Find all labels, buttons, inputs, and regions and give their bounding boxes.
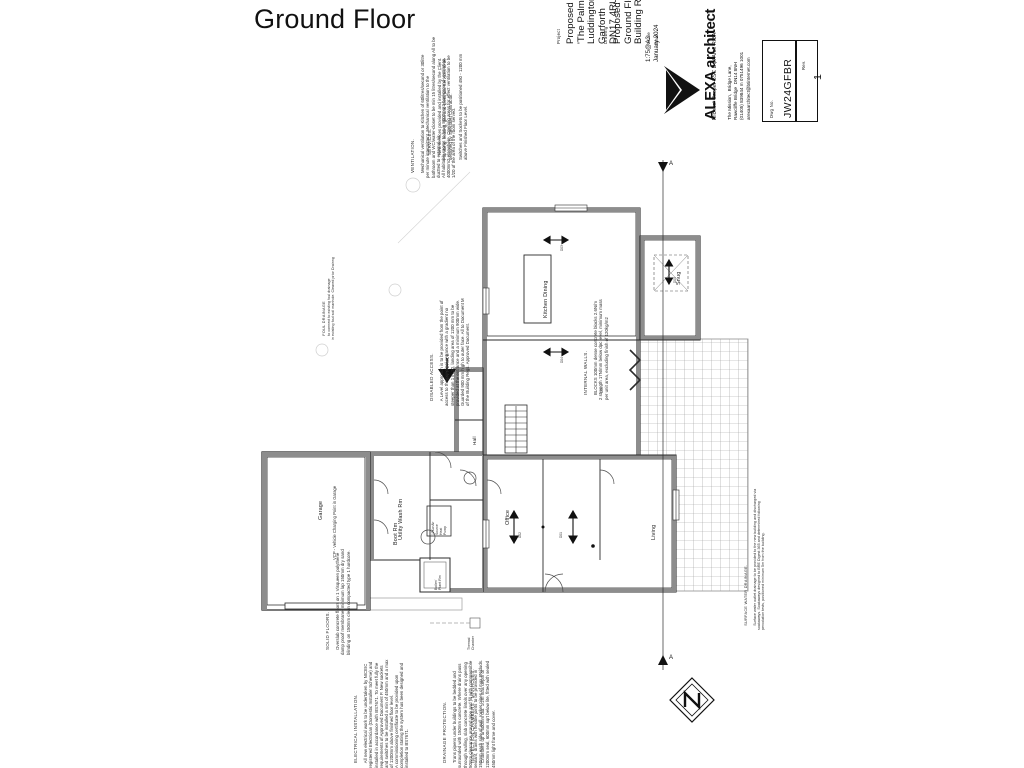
room-label-hall: Hall bbox=[472, 436, 477, 445]
entrance-arrow bbox=[438, 358, 456, 383]
kitchen-island bbox=[523, 254, 552, 324]
door-tag-2: D02 bbox=[518, 532, 522, 538]
note-services-heading: SERVICES. bbox=[427, 128, 433, 156]
title-block-rev-value: 1 bbox=[812, 73, 824, 80]
note-disabled-access-heading: DISABLED ACCESS. bbox=[429, 353, 435, 402]
note-electrical-installation: ELECTRICAL INSTALLATION. All new electri… bbox=[348, 660, 414, 768]
note-services: SERVICES. New services provided and inst… bbox=[422, 54, 473, 160]
note-solid-floors: SOLID FLOORS. Overslab concrete floors o… bbox=[320, 549, 356, 655]
door-tag-4: D04 bbox=[560, 357, 564, 363]
title-block-scale-value: 1:75@A3 bbox=[645, 36, 652, 62]
ventilation-arrows bbox=[509, 235, 674, 545]
thermal-chamber bbox=[430, 617, 481, 629]
staircase bbox=[504, 404, 528, 454]
note-internal-walls-body: BLOCKS 100mm dense concrete blocks 2.6N/… bbox=[593, 299, 609, 400]
note-solid-floors-body: Overslab concrete floors on 1 Visqueen p… bbox=[335, 549, 351, 655]
note-surface-water-heading: SURFACE WATER DRAINAGE. bbox=[744, 564, 749, 626]
outer-wall-upper-block bbox=[482, 207, 641, 341]
note-disabled-access: DISABLED ACCESS. A Level approach is to … bbox=[424, 298, 475, 406]
drawing-number-box bbox=[762, 40, 796, 122]
note-services-body: New services provided and installed by t… bbox=[437, 53, 468, 160]
annotation-thermal-chamber: Thermal Chamber bbox=[467, 636, 475, 650]
window-openings bbox=[482, 204, 680, 549]
room-label-boot-room: Boot Rm bbox=[393, 522, 399, 545]
room-label-living: Living bbox=[651, 524, 657, 540]
practice-logo-icon bbox=[664, 66, 700, 114]
note-internal-walls-heading: INTERNAL WALLS. bbox=[583, 350, 589, 396]
title-block-project-label: Project bbox=[556, 28, 561, 44]
north-point-symbol bbox=[669, 677, 715, 723]
room-label-office: Office bbox=[505, 509, 511, 525]
note-electrical-installation-body: All new electrical work to be undertaken… bbox=[363, 659, 409, 768]
room-label-boiler-plant-room: Boiler/ Plant Rm bbox=[434, 575, 443, 590]
note-foul-drainage-body: to connect to existing foul drainage in … bbox=[326, 257, 335, 340]
note-inspection-chambers-body: Chambers up to 600mm dia: 1.2m max depth… bbox=[480, 660, 496, 768]
door-swings bbox=[373, 451, 615, 593]
room-label-garage: Garage bbox=[318, 500, 324, 520]
boiler-plant-room bbox=[419, 557, 451, 593]
door-tag-1: D01 bbox=[559, 532, 563, 538]
note-inspection-chambers-heading: INSPECTION CHAMBERS - MANHOLES. bbox=[470, 668, 476, 764]
note-surface-water-drainage: SURFACE WATER DRAINAGE. Surface water ou… bbox=[740, 489, 770, 630]
revision-box bbox=[796, 40, 818, 122]
note-disabled-access-body: A Level approach is to be provided from … bbox=[439, 298, 470, 406]
section-marker-a-top: A bbox=[669, 161, 674, 167]
plan-geometry bbox=[261, 160, 749, 723]
title-block-date-value: January 2024 bbox=[653, 24, 660, 63]
practice-address: The Mission, Bridge Lane, Rawcliffe Brid… bbox=[727, 51, 751, 120]
title-block-dwgno-label: Dwg No. bbox=[769, 99, 774, 118]
outer-wall-snug-wing bbox=[639, 235, 701, 341]
note-foul-drainage-heading: FOUL DRAINAGE bbox=[322, 301, 327, 336]
note-inspection-chambers-manholes: INSPECTION CHAMBERS - MANHOLES. Chambers… bbox=[465, 661, 501, 768]
note-ventilation-heading: VENTILATION. bbox=[410, 138, 416, 174]
title-block-drawing-label: Drawing bbox=[603, 26, 608, 44]
outer-wall-lower-block bbox=[482, 454, 677, 593]
door-tag-5: D05 bbox=[673, 277, 677, 283]
section-line-a-a bbox=[658, 160, 668, 670]
title-block-drawing-value: Proposed Ground Floor Building Regs. bbox=[612, 0, 645, 44]
annotation-heat-pump: 10Kw Air Source Heat Pump bbox=[431, 521, 447, 535]
note-solid-floors-heading: SOLID FLOORS. bbox=[325, 611, 331, 651]
note-foul-drainage: FOUL DRAINAGE to connect to existing fou… bbox=[318, 257, 339, 340]
practice-person: Michael Cooper BSC Dipl Arch RIBA bbox=[712, 32, 718, 121]
title-block-rev-label: Rev. bbox=[801, 60, 806, 71]
page-title: Ground Floor bbox=[254, 4, 416, 34]
note-surface-water-body: Surface water outlet drainage to be prov… bbox=[752, 488, 766, 630]
section-marker-a-bottom: A bbox=[669, 655, 674, 661]
door-tag-3: D03 bbox=[560, 245, 564, 251]
room-label-kitchen-dining: Kitchen Dining bbox=[543, 280, 549, 318]
zigzag-feature bbox=[628, 349, 642, 391]
title-block-dwgno-value: JW24GFBR bbox=[782, 58, 794, 118]
note-drainage-protection-heading: DRAINAGE PROTECTION. bbox=[442, 701, 448, 764]
note-electrical-installation-heading: ELECTRICAL INSTALLATION. bbox=[353, 694, 359, 764]
garage-outline bbox=[261, 451, 371, 611]
note-internal-walls: INTERNAL WALLS. BLOCKS 100mm dense concr… bbox=[578, 299, 614, 400]
